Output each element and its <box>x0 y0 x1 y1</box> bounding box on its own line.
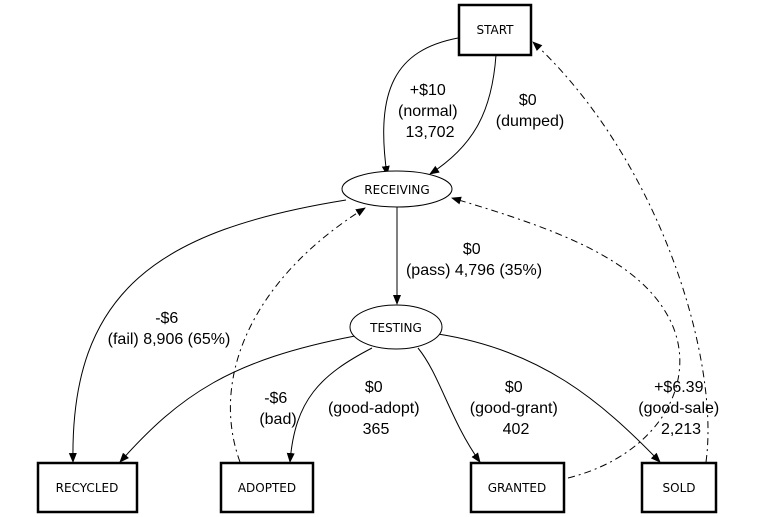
edge-adopted-receiving <box>229 207 366 463</box>
label-testing-sold: +$6.39 (good-sale) 2,213 <box>638 379 723 438</box>
node-testing: TESTING <box>349 304 443 350</box>
edge-testing-granted <box>417 347 481 463</box>
edge-testing-sold <box>437 333 661 463</box>
svg-text:RECYCLED: RECYCLED <box>56 481 119 495</box>
label-receiving-recycled: -$6 (fail) 8,906 (65%) <box>108 310 231 348</box>
node-recycled: RECYCLED <box>36 461 139 514</box>
svg-text:ADOPTED: ADOPTED <box>238 481 296 495</box>
node-granted: GRANTED <box>469 461 566 514</box>
node-receiving: RECEIVING <box>341 170 453 208</box>
node-sold: SOLD <box>640 461 718 514</box>
svg-text:SOLD: SOLD <box>663 481 696 495</box>
edge-receiving-recycled <box>68 199 347 463</box>
svg-text:RECEIVING: RECEIVING <box>364 183 429 197</box>
edge-testing-adopted <box>286 347 373 463</box>
edge-testing-recycled <box>119 335 356 463</box>
label-receiving-testing: $0 (pass) 4,796 (35%) <box>406 241 542 279</box>
svg-text:START: START <box>476 23 514 37</box>
svg-text:TESTING: TESTING <box>369 321 422 335</box>
label-start-receiving-normal: +$10 (normal) 13,702 <box>398 82 462 141</box>
edge-start-receiving-normal <box>381 37 459 176</box>
edge-sold-start <box>532 41 709 463</box>
node-start: START <box>457 3 533 57</box>
edge-start-receiving-dumped <box>429 54 497 175</box>
edge-granted-receiving <box>451 196 681 479</box>
node-adopted: ADOPTED <box>219 461 315 514</box>
label-testing-adopted: $0 (good-adopt) 365 <box>328 379 424 438</box>
label-testing-recycled: -$6 (bad) <box>259 390 296 428</box>
label-start-receiving-dumped: $0 (dumped) <box>496 92 564 130</box>
svg-text:GRANTED: GRANTED <box>488 481 547 495</box>
label-testing-granted: $0 (good-grant) 402 <box>470 379 563 438</box>
